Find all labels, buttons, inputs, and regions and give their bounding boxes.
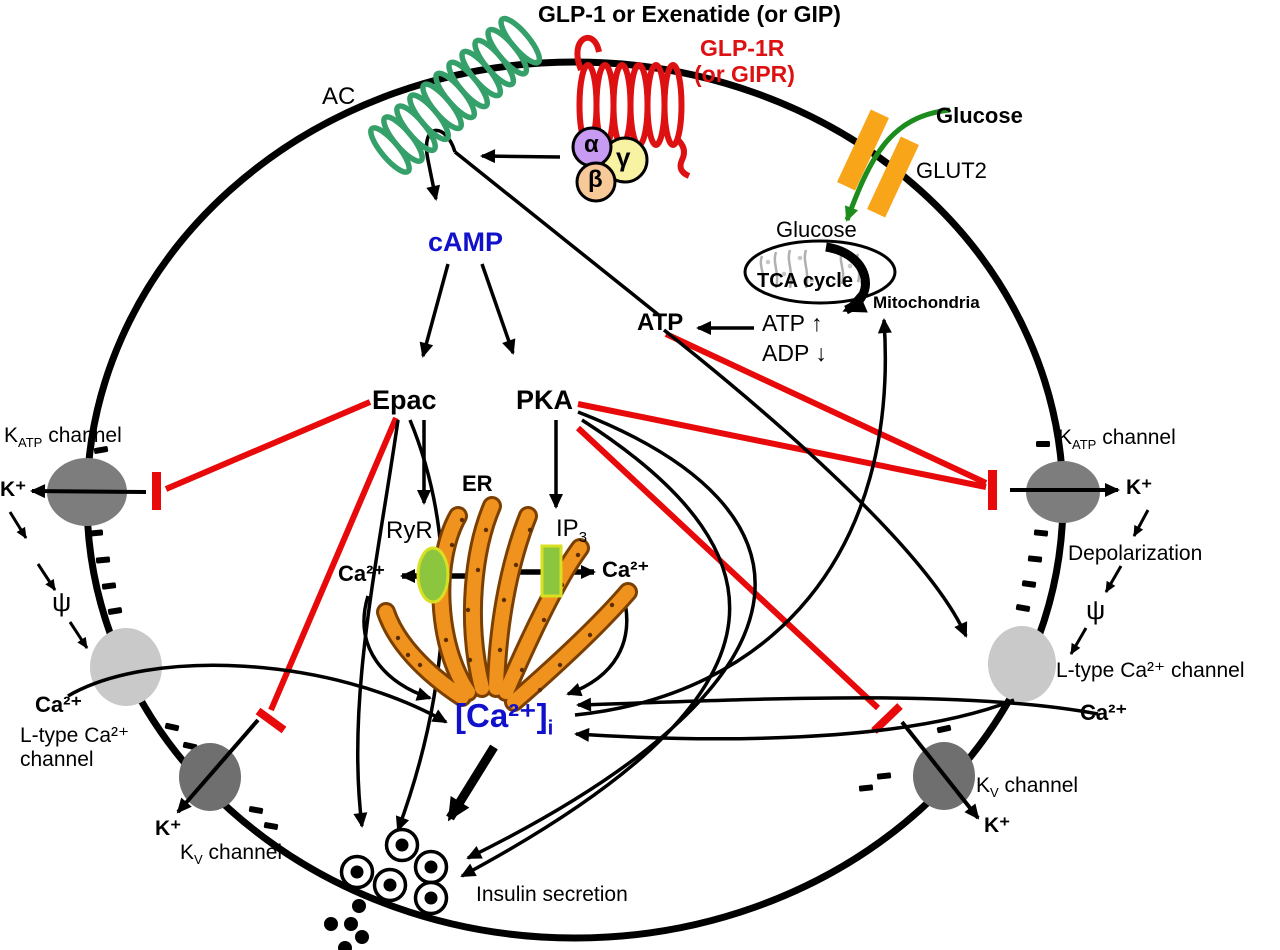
g-gamma-label: γ — [616, 142, 631, 172]
intracellular-calcium-label: [Ca²⁺]i — [455, 697, 554, 740]
glp1r-label-line2: (or GIPR) — [694, 61, 795, 87]
membrane-charge-minus-signs — [88, 441, 1050, 830]
glucose-entry-arrow — [844, 107, 951, 222]
ca-ltype-right-label: Ca²⁺ — [1080, 700, 1128, 725]
ca-ltype-left-label: Ca²⁺ — [35, 692, 83, 717]
ryr-channel-oval — [416, 546, 450, 604]
k-plus-right-top-label: K⁺ — [1126, 476, 1153, 499]
figure-title: GLP-1 or Exenatide (or GIP) — [538, 1, 841, 27]
kv-left-label: KV channel — [180, 841, 283, 868]
glp1r-label-line1: GLP-1R — [700, 35, 785, 61]
atp-up-label: ATP ↑ — [762, 310, 823, 336]
glut2-transporter — [837, 109, 919, 218]
g-beta-label: β — [588, 166, 603, 193]
glucose-outside-label: Glucose — [936, 103, 1023, 128]
adp-down-label: ADP ↓ — [762, 340, 827, 366]
adenylyl-cyclase — [368, 15, 543, 175]
endoplasmic-reticulum — [376, 496, 638, 712]
ca-er-right-label: Ca²⁺ — [602, 557, 650, 582]
tca-cycle-label: TCA cycle — [757, 270, 853, 292]
ltype-right-label: L-type Ca²⁺ channel — [1056, 659, 1245, 682]
ltype-channel-left-oval — [90, 628, 162, 706]
g-alpha-label: α — [584, 131, 599, 158]
psi-right-label: ψ — [1086, 595, 1106, 625]
ca-er-left-label: Ca²⁺ — [338, 561, 386, 586]
glut2-label: GLUT2 — [916, 158, 987, 183]
kv-right-label: KV channel — [976, 774, 1079, 801]
katp-right-label: KATP channel — [1058, 426, 1176, 453]
tca-cycle-arrow — [825, 242, 870, 315]
psi-left-label: ψ — [52, 587, 72, 617]
k-plus-left-bottom-label: K⁺ — [155, 817, 182, 840]
atp-label: ATP — [637, 309, 684, 336]
ltype-left-label-line1: L-type Ca²⁺ — [20, 724, 130, 747]
er-label: ER — [462, 471, 493, 496]
katp-left-label: KATP channel — [4, 424, 122, 451]
insulin-secretion-label: Insulin secretion — [476, 883, 628, 906]
epac-label: Epac — [372, 385, 437, 415]
glucose-inside-label: Glucose — [776, 217, 857, 242]
glp1-receptor — [574, 34, 691, 179]
mitochondria-shape — [743, 239, 897, 315]
depolarization-label: Depolarization — [1068, 542, 1203, 565]
ltype-left-label-line2: channel — [20, 748, 94, 771]
ac-label: AC — [322, 83, 356, 110]
g-protein — [571, 126, 649, 203]
ip3-label: IP3 — [556, 515, 587, 546]
ryr-label: RyR — [386, 517, 433, 544]
mitochondria-label: Mitochondria — [873, 293, 980, 312]
ip3-channel-rect — [540, 544, 563, 598]
ltype-channel-right-oval — [988, 626, 1056, 702]
k-plus-left-top-label: K⁺ — [0, 478, 27, 501]
secreted-insulin-dots — [324, 899, 369, 950]
insulin-granules — [339, 827, 449, 916]
inhibitory-red-lines — [152, 331, 997, 734]
k-plus-right-bottom-label: K⁺ — [984, 814, 1011, 837]
pka-label: PKA — [516, 385, 574, 415]
camp-label: cAMP — [428, 227, 504, 257]
